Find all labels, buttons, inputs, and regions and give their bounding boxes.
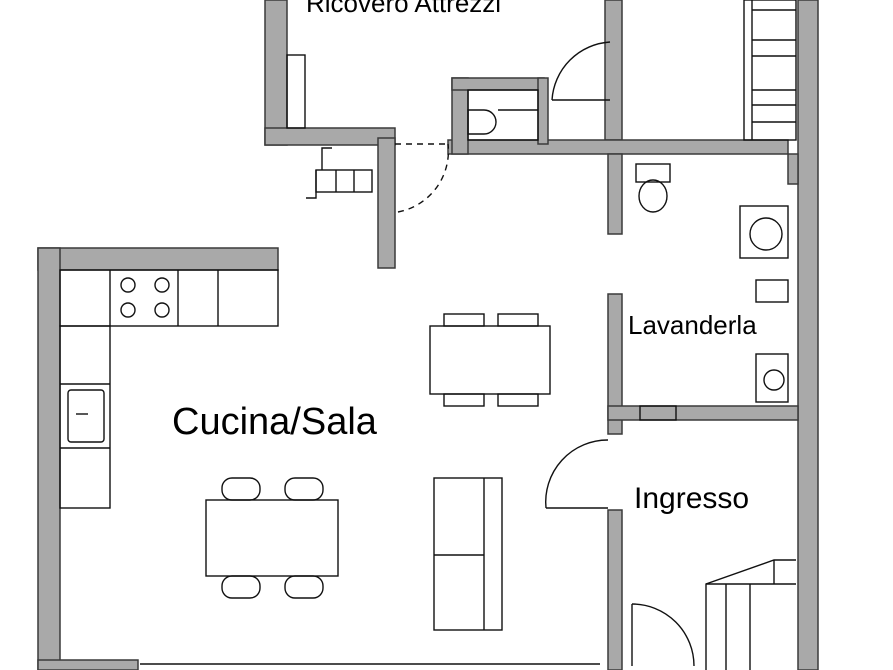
stove-burner: [120, 302, 136, 318]
room-label-lavanderia: Lavanderla: [628, 310, 757, 340]
stove-burner: [120, 277, 136, 293]
wall-partition-mid: [607, 293, 623, 435]
kitchen-counter-side: [59, 325, 111, 509]
stairs-upper: [743, 0, 797, 141]
kitchen-sink: [67, 389, 105, 443]
door-ricovero-lower: [397, 143, 450, 213]
stove-burner: [154, 277, 170, 293]
lav-toilet: [638, 179, 668, 213]
room-label-cucina: Cucina/Sala: [172, 401, 378, 443]
wall-bottom-left: [37, 659, 139, 670]
toilet-small: [467, 109, 497, 135]
wall-ricovero-right: [604, 0, 623, 141]
lav-toilet-base: [635, 163, 671, 183]
wall-ricovero-bottom: [264, 127, 396, 146]
stairs-stub: [315, 169, 373, 193]
closet-ricovero: [286, 54, 306, 129]
door-ricovero: [551, 41, 611, 101]
lav-basin: [755, 353, 789, 403]
wall-wc-top: [451, 77, 545, 91]
sofa: [433, 477, 503, 631]
fixtures: [59, 0, 797, 670]
wall-wc-right: [537, 77, 549, 145]
wall-cucina-top: [37, 247, 279, 271]
washing-machine: [739, 205, 789, 259]
dining-table-large: [205, 499, 339, 577]
stairs-ingresso: [705, 559, 796, 670]
wall-lav-ingresso: [607, 405, 799, 421]
wc-box: [467, 89, 539, 141]
lav-sink: [755, 279, 789, 303]
room-label-ricovero: Ricovero Attrezzi: [306, 0, 501, 18]
wall-right-upper: [797, 0, 819, 670]
room-label-ingresso: Ingresso: [634, 482, 749, 515]
stove-burner: [154, 302, 170, 318]
kitchen-counter-top: [59, 269, 279, 327]
walls: [37, 0, 819, 670]
wall-partition-low: [607, 509, 623, 670]
lav-opening: [639, 405, 677, 421]
wall-stair-stub: [377, 137, 396, 269]
wall-ricovero-left: [264, 0, 288, 146]
door-living: [545, 439, 609, 509]
wall-upper-middle: [447, 139, 789, 155]
wall-cucina-left: [37, 247, 61, 670]
wall-lav-right: [787, 153, 799, 185]
door-ingresso: [631, 603, 695, 667]
wall-partition-upper: [607, 153, 623, 235]
dining-table-small: [429, 325, 551, 395]
